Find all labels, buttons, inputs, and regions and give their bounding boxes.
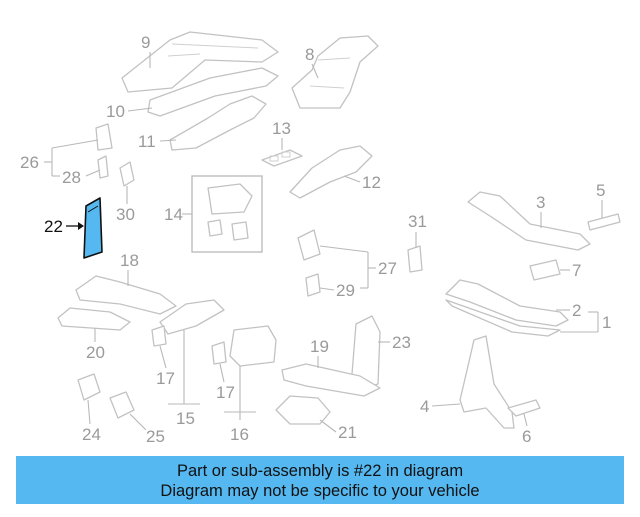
banner-line-2: Diagram may not be specific to your vehi… xyxy=(160,482,480,500)
part-17-clip-right[interactable] xyxy=(211,341,227,365)
svg-text:14: 14 xyxy=(164,205,183,224)
part-30-clip[interactable] xyxy=(119,161,135,187)
part-22-highlighted[interactable] xyxy=(83,197,103,259)
svg-text:2: 2 xyxy=(572,301,581,320)
svg-text:9: 9 xyxy=(141,33,150,52)
callout-29: 29 xyxy=(319,281,355,300)
svg-text:19: 19 xyxy=(310,337,329,356)
svg-text:16: 16 xyxy=(230,425,249,444)
part-18-duct[interactable] xyxy=(75,275,177,315)
part-13-grille[interactable] xyxy=(261,149,303,167)
svg-text:21: 21 xyxy=(338,423,357,442)
svg-text:17: 17 xyxy=(156,369,175,388)
part-19-duct[interactable] xyxy=(281,363,381,397)
callout-14: 14 xyxy=(164,205,192,224)
callout-4: 4 xyxy=(420,397,461,416)
callout-20: 20 xyxy=(86,328,105,362)
svg-text:17: 17 xyxy=(216,383,235,402)
svg-text:11: 11 xyxy=(138,132,156,151)
svg-text:1: 1 xyxy=(602,313,611,332)
callout-2: 2 xyxy=(556,301,581,320)
info-banner: Part or sub-assembly is #22 in diagram D… xyxy=(16,456,624,504)
part-20-duct[interactable] xyxy=(57,307,131,331)
part-16-housing[interactable] xyxy=(229,325,277,367)
callout-9: 9 xyxy=(141,33,151,68)
callout-18: 18 xyxy=(120,251,139,286)
svg-text:13: 13 xyxy=(272,119,291,138)
callout-11: 11 xyxy=(138,132,177,151)
part-26-bracket[interactable] xyxy=(95,123,113,151)
callout-17-right: 17 xyxy=(216,363,235,402)
part-25-clip[interactable] xyxy=(109,391,135,419)
callout-6: 6 xyxy=(522,413,531,446)
part-21-duct[interactable] xyxy=(275,395,331,425)
callout-31: 31 xyxy=(408,212,427,248)
part-27-bracket[interactable] xyxy=(297,229,321,261)
banner-line-1: Part or sub-assembly is #22 in diagram xyxy=(176,462,464,480)
part-9-duct[interactable] xyxy=(121,31,279,93)
svg-text:10: 10 xyxy=(106,102,125,121)
svg-text:23: 23 xyxy=(392,333,411,352)
svg-text:12: 12 xyxy=(362,173,381,192)
part-12-duct[interactable] xyxy=(289,145,373,199)
svg-text:18: 18 xyxy=(120,251,139,270)
svg-text:22: 22 xyxy=(44,217,63,236)
callout-19: 19 xyxy=(310,337,329,368)
callout-3: 3 xyxy=(536,193,545,228)
part-15-duct[interactable] xyxy=(159,299,225,335)
callout-17-left: 17 xyxy=(156,345,175,388)
callout-26: 26 xyxy=(20,139,99,176)
callout-16: 16 xyxy=(224,366,256,444)
svg-text:4: 4 xyxy=(420,397,429,416)
callout-15: 15 xyxy=(168,330,200,428)
svg-text:24: 24 xyxy=(82,425,101,444)
part-29-clip[interactable] xyxy=(305,273,321,297)
callout-25: 25 xyxy=(129,413,165,446)
callout-27: 27 xyxy=(319,245,397,289)
svg-text:31: 31 xyxy=(408,212,427,231)
svg-text:25: 25 xyxy=(146,427,165,446)
callout-22: 22 xyxy=(44,217,84,236)
part-10-duct[interactable] xyxy=(147,67,279,117)
callout-30: 30 xyxy=(116,186,135,224)
svg-text:8: 8 xyxy=(305,45,314,64)
svg-text:27: 27 xyxy=(378,259,397,278)
part-6-strip[interactable] xyxy=(507,399,541,417)
part-5-strip[interactable] xyxy=(587,213,621,231)
part-7-clip[interactable] xyxy=(529,259,561,281)
part-4-duct[interactable] xyxy=(459,335,515,429)
callout-8: 8 xyxy=(305,45,319,79)
part-11-duct[interactable] xyxy=(169,95,267,151)
callout-1: 1 xyxy=(560,311,611,333)
callout-13: 13 xyxy=(272,119,291,150)
part-8-bracket[interactable] xyxy=(291,35,379,109)
callout-5: 5 xyxy=(596,181,605,218)
svg-text:3: 3 xyxy=(536,193,545,212)
part-3-duct[interactable] xyxy=(467,191,591,251)
callout-10: 10 xyxy=(106,102,153,121)
part-31-clip[interactable] xyxy=(407,245,423,273)
callout-23: 23 xyxy=(378,333,411,352)
part-28-clip[interactable] xyxy=(97,155,109,179)
svg-text:15: 15 xyxy=(176,409,195,428)
callout-12: 12 xyxy=(343,173,381,192)
part-24-clip[interactable] xyxy=(77,373,101,401)
svg-text:29: 29 xyxy=(336,281,355,300)
svg-text:26: 26 xyxy=(20,153,39,172)
callout-21: 21 xyxy=(319,419,357,442)
part-17-clip-left[interactable] xyxy=(151,325,167,347)
svg-text:6: 6 xyxy=(522,427,531,446)
svg-text:30: 30 xyxy=(116,205,135,224)
svg-text:7: 7 xyxy=(572,261,581,280)
part-2-rail[interactable] xyxy=(445,279,569,337)
callout-7: 7 xyxy=(560,261,581,280)
svg-text:20: 20 xyxy=(86,343,105,362)
part-14-box[interactable] xyxy=(191,175,263,253)
callout-28: 28 xyxy=(52,168,101,187)
svg-text:28: 28 xyxy=(62,168,81,187)
callout-24: 24 xyxy=(82,399,101,444)
svg-text:5: 5 xyxy=(596,181,605,200)
